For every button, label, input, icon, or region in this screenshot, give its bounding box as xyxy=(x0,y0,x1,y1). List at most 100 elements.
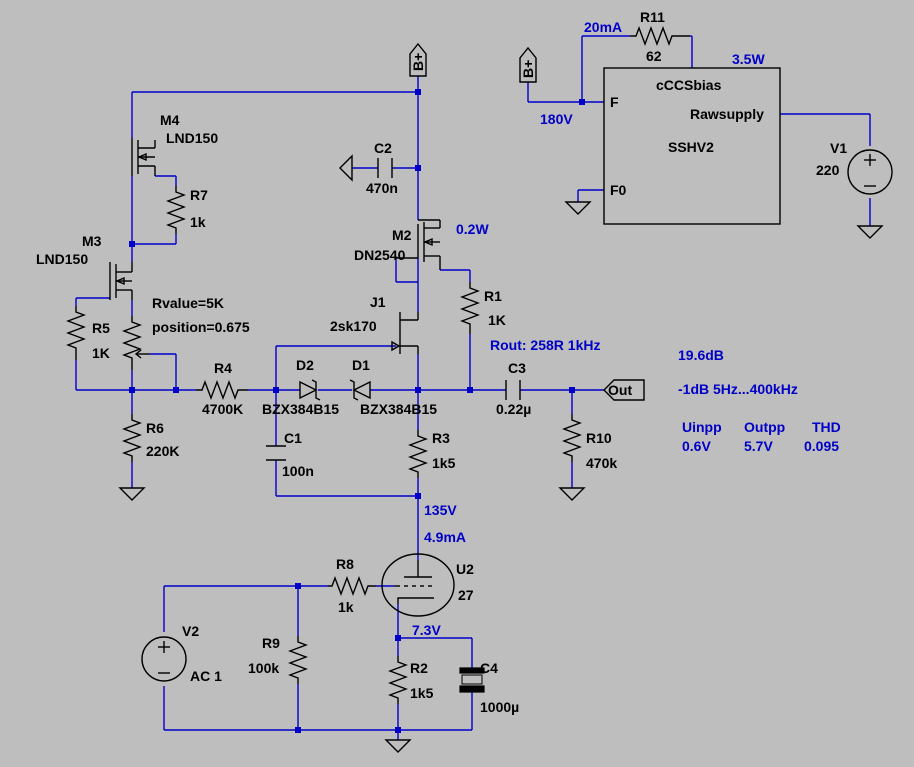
triode-u2 xyxy=(381,553,455,617)
val-j1: 2sk170 xyxy=(330,318,377,334)
ground-icon xyxy=(558,487,586,501)
val-u2: 27 xyxy=(458,587,474,603)
val-r9: 100k xyxy=(248,660,279,676)
annot-hdr-uout: Outpp xyxy=(744,419,785,435)
mosfet-m3 xyxy=(109,262,133,300)
val-c4: 1000µ xyxy=(480,699,519,715)
capacitors xyxy=(266,158,521,693)
source-v1 xyxy=(847,149,893,195)
ref-r10: R10 xyxy=(586,430,612,446)
ref-r7: R7 xyxy=(190,187,208,203)
block-subtitle: SSHV2 xyxy=(668,139,714,155)
mosfet-m4 xyxy=(131,138,156,176)
resistor-r6 xyxy=(122,414,142,462)
source-v2 xyxy=(141,636,187,682)
val-m4: LND150 xyxy=(166,130,218,146)
bplus-label-side: B+ xyxy=(520,60,536,78)
val-m3: LND150 xyxy=(36,251,88,267)
ref-r5: R5 xyxy=(92,320,110,336)
val-r1: 1K xyxy=(488,312,506,328)
ref-u2: U2 xyxy=(456,561,474,577)
annot-v-f: 180V xyxy=(540,111,573,127)
ground-icon xyxy=(339,154,353,182)
component-labels: M4 LND150 R7 1k M3 LND150 R5 1K Rvalue=5… xyxy=(36,9,847,715)
ref-r4: R4 xyxy=(214,360,232,376)
annot-i-plate: 4.9mA xyxy=(424,529,466,545)
val-r4: 4700K xyxy=(202,401,243,417)
ref-m3: M3 xyxy=(82,233,102,249)
annot-val-thd: 0.095 xyxy=(804,438,839,454)
val-r10: 470k xyxy=(586,455,617,471)
ref-c2: C2 xyxy=(374,140,392,156)
wires xyxy=(75,35,871,740)
ref-r2: R2 xyxy=(410,660,428,676)
ref-r1: R1 xyxy=(484,288,502,304)
ref-r11: R11 xyxy=(640,9,665,25)
ref-d2: D2 xyxy=(296,357,314,373)
bplus-flag-side: B+ xyxy=(519,46,537,83)
resistor-r1 xyxy=(460,282,480,334)
junctions xyxy=(129,89,585,733)
out-port: Out xyxy=(603,379,645,401)
block-pin-f: F xyxy=(610,94,619,110)
resistor-r10 xyxy=(562,414,582,462)
annot-v-cathode: 7.3V xyxy=(412,622,441,638)
ref-m4: M4 xyxy=(160,112,180,128)
mosfet-m2 xyxy=(396,219,441,270)
val-r11: 62 xyxy=(646,48,662,64)
zener-d1 xyxy=(352,380,371,400)
annot-val-uout: 5.7V xyxy=(744,438,773,454)
block-pin-f0: F0 xyxy=(610,182,627,198)
val-c3: 0.22µ xyxy=(496,401,531,417)
val-r5: 1K xyxy=(92,345,110,361)
val-m2: DN2540 xyxy=(354,247,406,263)
capacitor-c4 xyxy=(459,667,485,674)
annot-hdr-uin: Uinpp xyxy=(682,419,722,435)
ref-r8: R8 xyxy=(336,556,354,572)
ground-icon xyxy=(564,201,592,215)
resistor-r7 xyxy=(166,186,186,234)
annot-rout: Rout: 258R 1kHz xyxy=(490,337,600,353)
block-name: cCCSbias xyxy=(656,77,722,93)
block-pin-rawsupply: Rawsupply xyxy=(690,106,764,122)
bplus-flag-top: B+ xyxy=(409,42,427,77)
val-r8: 1k xyxy=(338,599,354,615)
annot-val-uin: 0.6V xyxy=(682,438,711,454)
resistor-r5 xyxy=(66,306,86,360)
transistors xyxy=(109,138,441,354)
val-r6: 220K xyxy=(146,443,179,459)
val-c2: 470n xyxy=(366,180,398,196)
ref-c3: C3 xyxy=(508,360,526,376)
resistor-r3 xyxy=(408,430,428,478)
ref-r6: R6 xyxy=(146,420,164,436)
val-r2: 1k5 xyxy=(410,685,434,701)
zener-d2 xyxy=(299,380,318,400)
pot-value: Rvalue=5K xyxy=(152,295,224,311)
annot-hdr-thd: THD xyxy=(812,419,841,435)
ref-j1: J1 xyxy=(370,294,386,310)
annot-gain: 19.6dB xyxy=(678,347,724,363)
annot-i-r11: 20mA xyxy=(584,19,622,35)
ccs-bias-block: cCCSbias F Rawsupply SSHV2 F0 xyxy=(603,67,781,225)
resistor-r8 xyxy=(328,576,376,596)
val-c1: 100n xyxy=(282,463,314,479)
ref-v1: V1 xyxy=(830,140,847,156)
ref-c4: C4 xyxy=(480,660,498,676)
val-d2: BZX384B15 xyxy=(262,401,339,417)
ground-icon xyxy=(118,487,146,501)
val-v2: AC 1 xyxy=(190,668,222,684)
zener-diodes xyxy=(299,379,371,401)
annotations: 20mA 180V 3.5W 0.2W Rout: 258R 1kHz 19.6… xyxy=(412,19,841,638)
ref-r9: R9 xyxy=(262,635,280,651)
annot-p-m2: 0.2W xyxy=(456,221,489,237)
ref-c1: C1 xyxy=(284,430,302,446)
resistor-r9 xyxy=(288,636,308,684)
ref-d1: D1 xyxy=(352,357,370,373)
out-label: Out xyxy=(608,382,632,398)
val-r3: 1k5 xyxy=(432,455,456,471)
val-v1: 220 xyxy=(816,162,840,178)
pot-position: position=0.675 xyxy=(152,319,250,335)
jfet-j1 xyxy=(391,312,419,354)
ref-v2: V2 xyxy=(182,623,199,639)
